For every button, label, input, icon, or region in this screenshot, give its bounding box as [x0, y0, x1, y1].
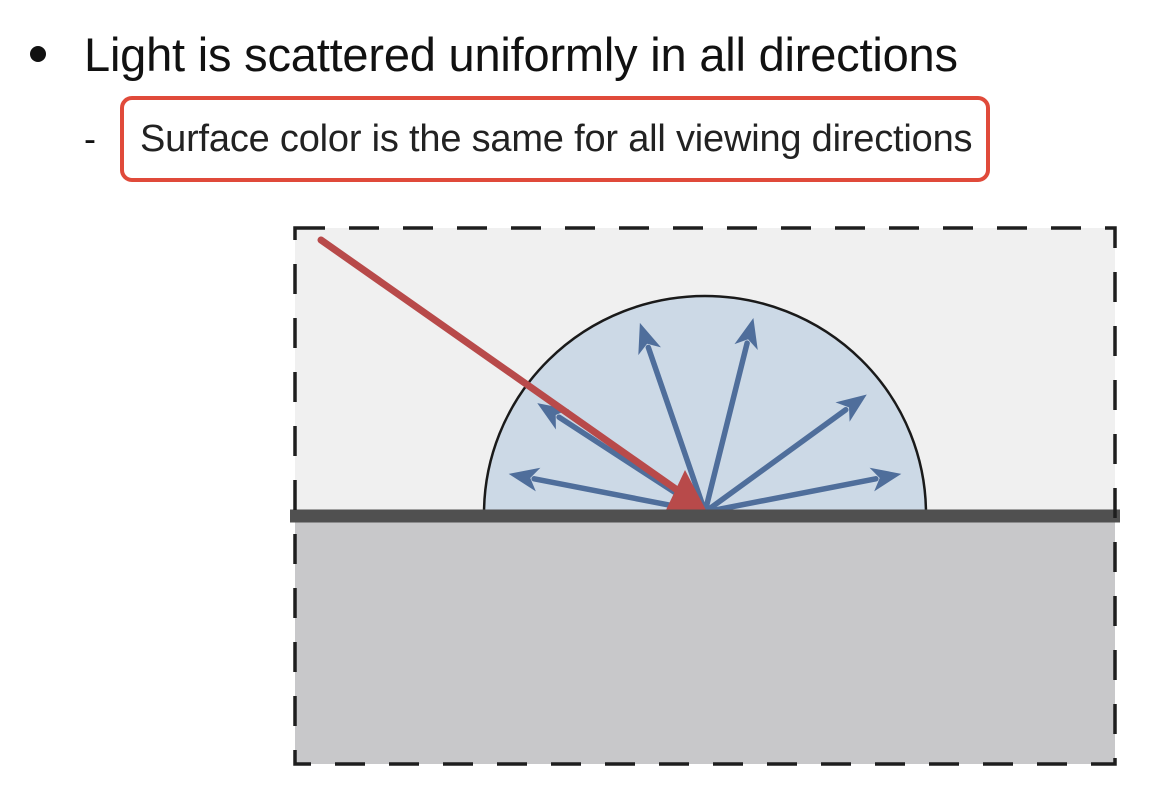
sub-bullet-marker: -	[84, 118, 96, 159]
scattered-ray-4	[702, 340, 750, 515]
scattered-ray-arrowhead-1	[508, 467, 541, 492]
scattered-ray-arrowhead-4	[734, 317, 758, 350]
bullet-item: Light is scattered uniformly in all dire…	[30, 24, 958, 84]
highlight-box: Surface color is the same for all viewin…	[120, 96, 991, 182]
incident-arrowhead	[666, 470, 707, 512]
dashed-border	[293, 226, 1117, 766]
sub-bullet-text: Surface color is the same for all viewin…	[140, 117, 973, 160]
scattered-ray-3	[645, 344, 708, 515]
incident-ray	[317, 236, 707, 512]
scattered-ray-6	[702, 476, 879, 515]
bullet-dot	[30, 46, 46, 62]
sub-bullet-item: - Surface color is the same for all view…	[84, 96, 991, 182]
bullet-text: Light is scattered uniformly in all dire…	[84, 27, 958, 81]
scattered-ray-arrowhead-6	[869, 467, 902, 492]
scattering-hemisphere	[482, 294, 928, 516]
scattered-ray-arrowhead-5	[835, 394, 867, 422]
scattered-ray-arrowhead-3	[638, 322, 661, 356]
scattered-ray-5	[702, 406, 849, 515]
material-region	[295, 516, 1115, 764]
